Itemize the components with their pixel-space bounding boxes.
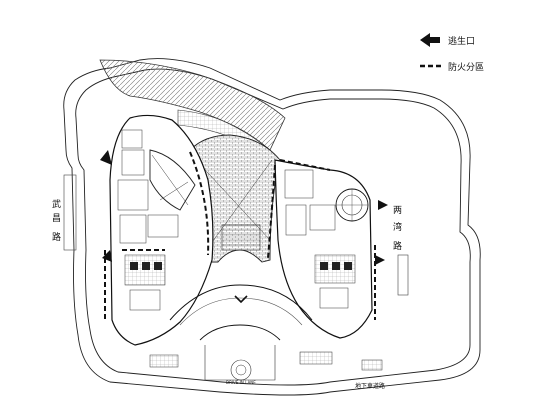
street-left-char-2: 昌 bbox=[52, 213, 61, 224]
street-right-char-2: 湾 bbox=[393, 221, 402, 233]
firewall-legend-label: 防火分區 bbox=[448, 61, 484, 73]
legend: 逃生口 防火分區 bbox=[420, 33, 484, 73]
street-left-char-1: 武 bbox=[52, 198, 61, 210]
right-wing bbox=[274, 159, 388, 339]
exit-arrow-icon bbox=[420, 33, 440, 47]
site-boundary bbox=[63, 58, 481, 396]
fire-compartments bbox=[104, 151, 376, 320]
street-left-char-3: 路 bbox=[52, 231, 61, 243]
street-right-char-1: 两 bbox=[393, 205, 402, 216]
exit-legend-label: 逃生口 bbox=[448, 35, 475, 47]
left-wing bbox=[100, 114, 214, 346]
drive-in-text: DRIVE-IN LANE bbox=[226, 380, 256, 385]
street-left: 武 昌 路 bbox=[52, 174, 77, 251]
street-right: 两 湾 路 bbox=[393, 205, 409, 296]
lower-plaza: DRIVE-IN LANE bbox=[169, 284, 313, 385]
street-right-char-3: 路 bbox=[393, 240, 402, 252]
underground-entrance-label: 地下車道路 bbox=[355, 382, 385, 390]
parking-lower bbox=[149, 351, 383, 371]
